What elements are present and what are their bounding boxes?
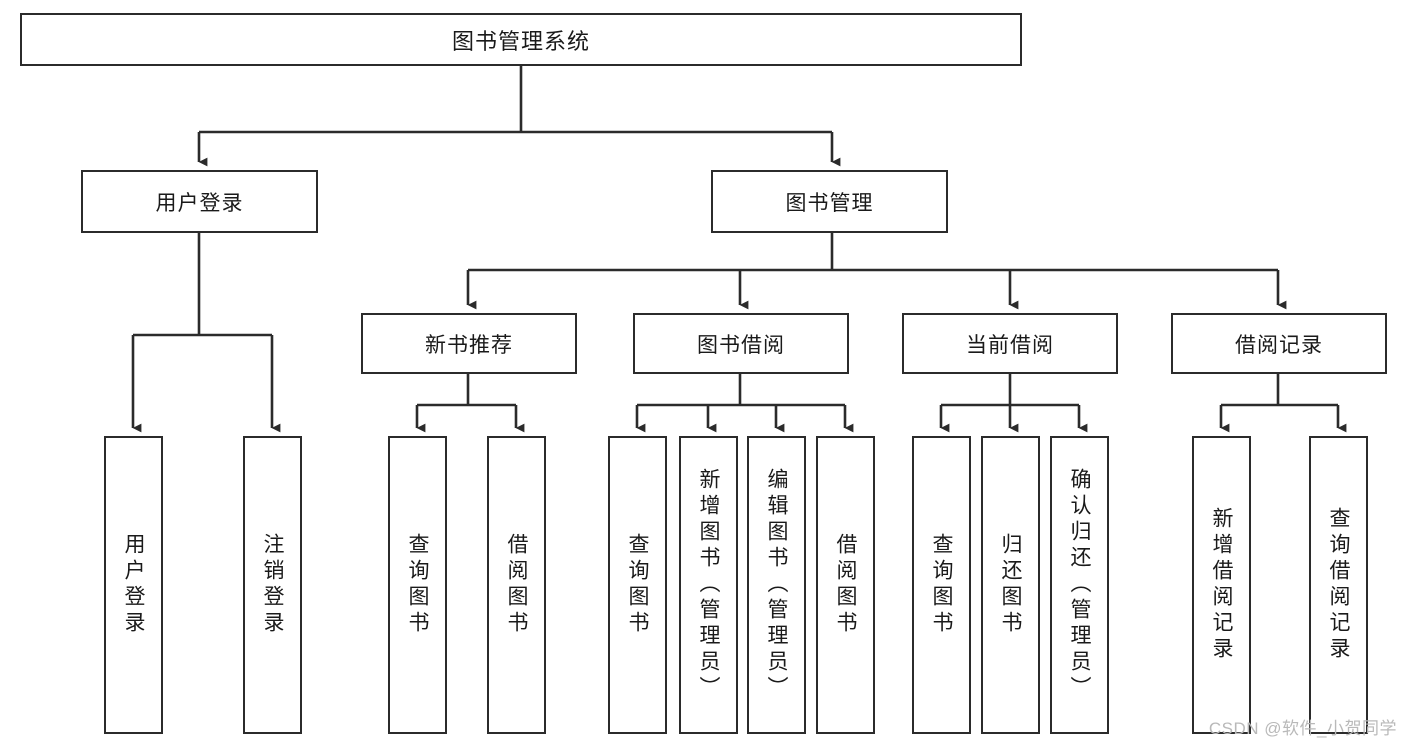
- node-root-system[interactable]: 图书管理系统: [20, 13, 1022, 66]
- node-label: 图书借阅: [697, 333, 785, 357]
- node-label: 图书管理系统: [451, 28, 590, 54]
- node-label: 借阅图书: [505, 533, 528, 637]
- node-label: 查询图书: [626, 533, 649, 637]
- leaf-borrow-query-book[interactable]: 查询图书: [608, 436, 667, 734]
- node-label: 图书管理: [785, 191, 874, 215]
- node-label: 查询图书: [406, 533, 429, 637]
- csdn-watermark: CSDN @软件_小贺同学: [1208, 719, 1397, 738]
- leaf-return-book[interactable]: 归还图书: [981, 436, 1040, 734]
- leaf-current-query-book[interactable]: 查询图书: [912, 436, 971, 734]
- node-book-management[interactable]: 图书管理: [711, 170, 948, 233]
- node-user-login[interactable]: 用户登录: [81, 170, 318, 233]
- node-label: 归还图书: [999, 533, 1022, 637]
- leaf-add-book-admin[interactable]: 新增图书（管理员）: [679, 436, 738, 734]
- node-new-book-recommend[interactable]: 新书推荐: [361, 313, 577, 374]
- node-label: 新书推荐: [425, 333, 513, 357]
- node-label: 当前借阅: [966, 333, 1054, 357]
- node-label: 新增借阅记录: [1210, 507, 1233, 663]
- node-label: 用户登录: [122, 533, 145, 637]
- node-book-borrow[interactable]: 图书借阅: [633, 313, 849, 374]
- node-label: 注销登录: [261, 533, 284, 637]
- leaf-query-borrow-record[interactable]: 查询借阅记录: [1309, 436, 1368, 734]
- node-label: 借阅图书: [834, 533, 857, 637]
- node-label: 查询借阅记录: [1327, 507, 1350, 663]
- node-label: 用户登录: [155, 191, 244, 215]
- node-label: 借阅记录: [1235, 333, 1323, 357]
- node-label: 新增图书（管理员）: [697, 468, 720, 702]
- node-label: 编辑图书（管理员）: [765, 468, 788, 702]
- node-borrow-record[interactable]: 借阅记录: [1171, 313, 1387, 374]
- leaf-confirm-return-admin[interactable]: 确认归还（管理员）: [1050, 436, 1109, 734]
- leaf-new-book-query[interactable]: 查询图书: [388, 436, 447, 734]
- node-label: 确认归还（管理员）: [1068, 468, 1091, 702]
- node-current-borrow[interactable]: 当前借阅: [902, 313, 1118, 374]
- leaf-logout[interactable]: 注销登录: [243, 436, 302, 734]
- leaf-borrow-book[interactable]: 借阅图书: [816, 436, 875, 734]
- node-label: 查询图书: [930, 533, 953, 637]
- leaf-add-borrow-record[interactable]: 新增借阅记录: [1192, 436, 1251, 734]
- leaf-new-book-borrow[interactable]: 借阅图书: [487, 436, 546, 734]
- leaf-user-login[interactable]: 用户登录: [104, 436, 163, 734]
- leaf-edit-book-admin[interactable]: 编辑图书（管理员）: [747, 436, 806, 734]
